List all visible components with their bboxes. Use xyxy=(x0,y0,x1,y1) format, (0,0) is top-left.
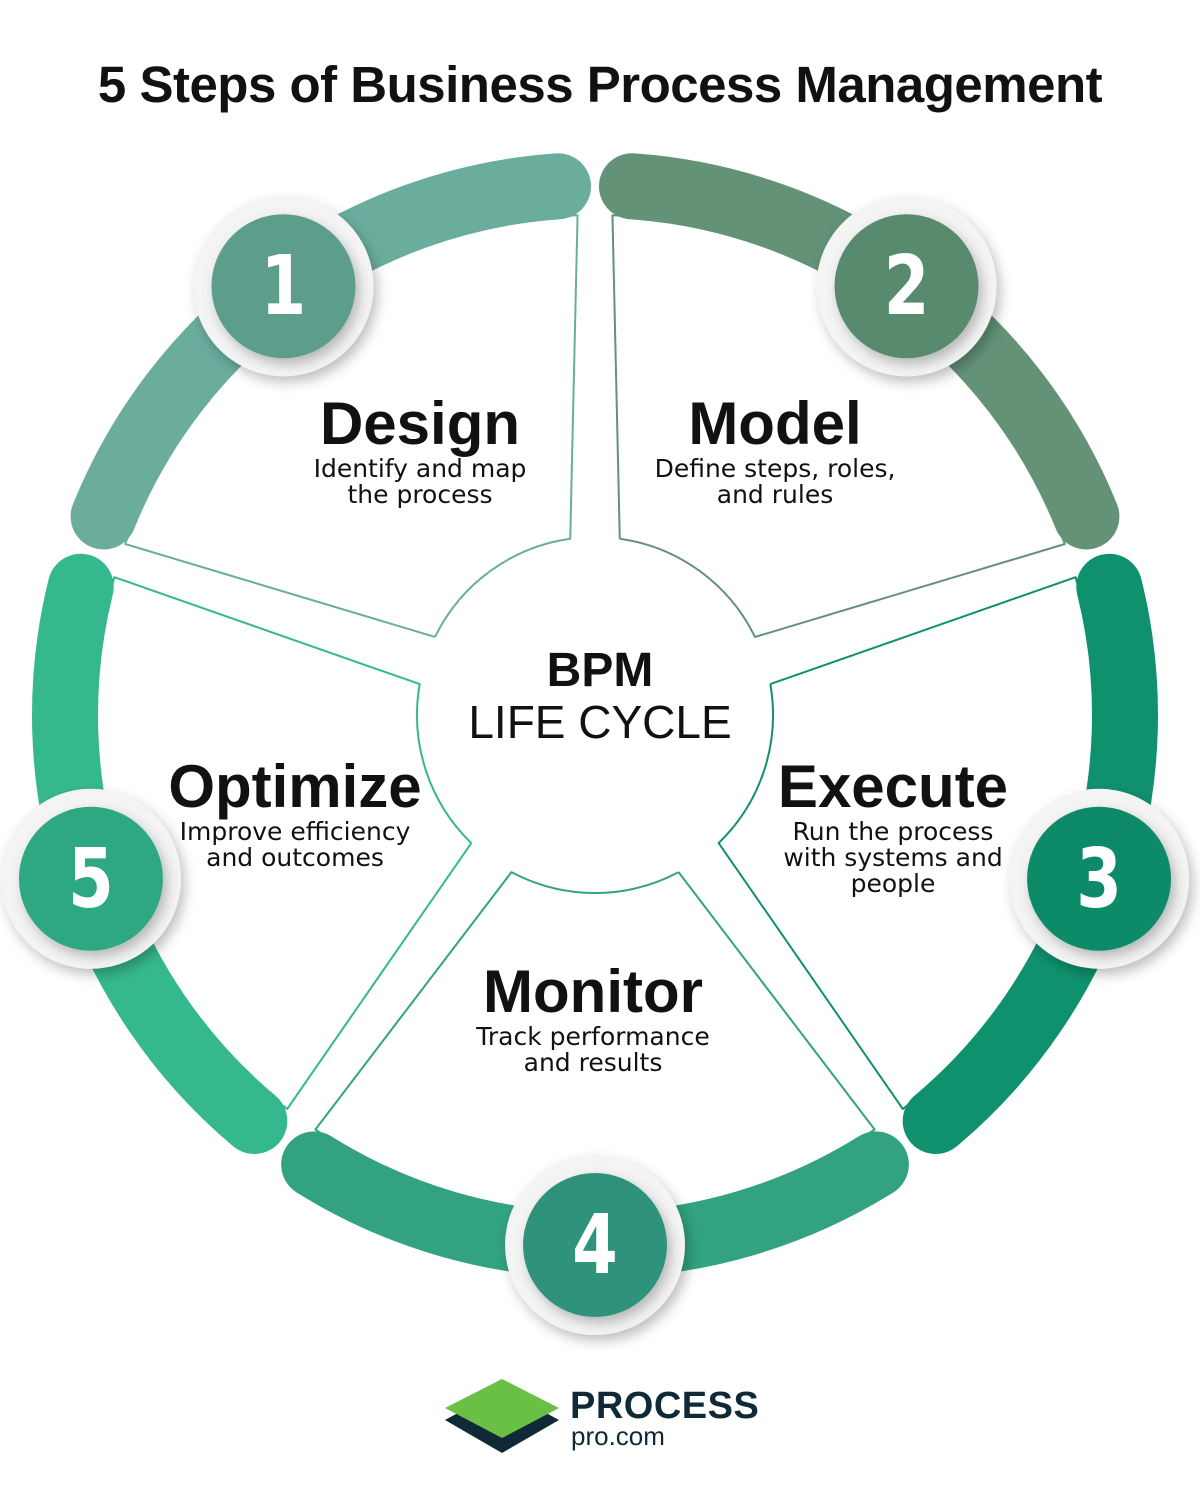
center-label: BPM LIFE CYCLE xyxy=(420,644,780,748)
step-description: Define steps, roles,and rules xyxy=(654,454,896,509)
logo-brand: PROCESS xyxy=(570,1385,760,1427)
step-number: 4 xyxy=(572,1197,618,1293)
center-life-cycle: LIFE CYCLE xyxy=(468,696,732,748)
step-badge-4: 4 xyxy=(505,1155,685,1335)
step-badge-2: 2 xyxy=(816,196,997,377)
step-name: Execute xyxy=(777,753,1009,820)
step-name: Design xyxy=(319,390,521,457)
center-bpm: BPM xyxy=(546,644,654,697)
processpro-logo: PROCESS pro.com xyxy=(440,1375,770,1465)
step-name: Monitor xyxy=(483,958,703,1025)
step-number: 3 xyxy=(1076,831,1122,927)
logo-layers-icon xyxy=(445,1379,559,1453)
step-model: Model Define steps, roles,and rules xyxy=(595,392,955,508)
step-name: Optimize xyxy=(168,753,422,820)
step-number: 1 xyxy=(261,238,307,334)
step-name: Model xyxy=(688,390,862,457)
step-badge-1: 1 xyxy=(193,196,374,377)
step-number: 2 xyxy=(884,238,930,334)
step-badge-5: 5 xyxy=(0,788,181,969)
logo-domain: pro.com xyxy=(571,1421,665,1451)
step-badge-3: 3 xyxy=(1009,788,1190,969)
step-number: 5 xyxy=(68,831,114,927)
page-title: 5 Steps of Business Process Management xyxy=(97,56,1103,113)
